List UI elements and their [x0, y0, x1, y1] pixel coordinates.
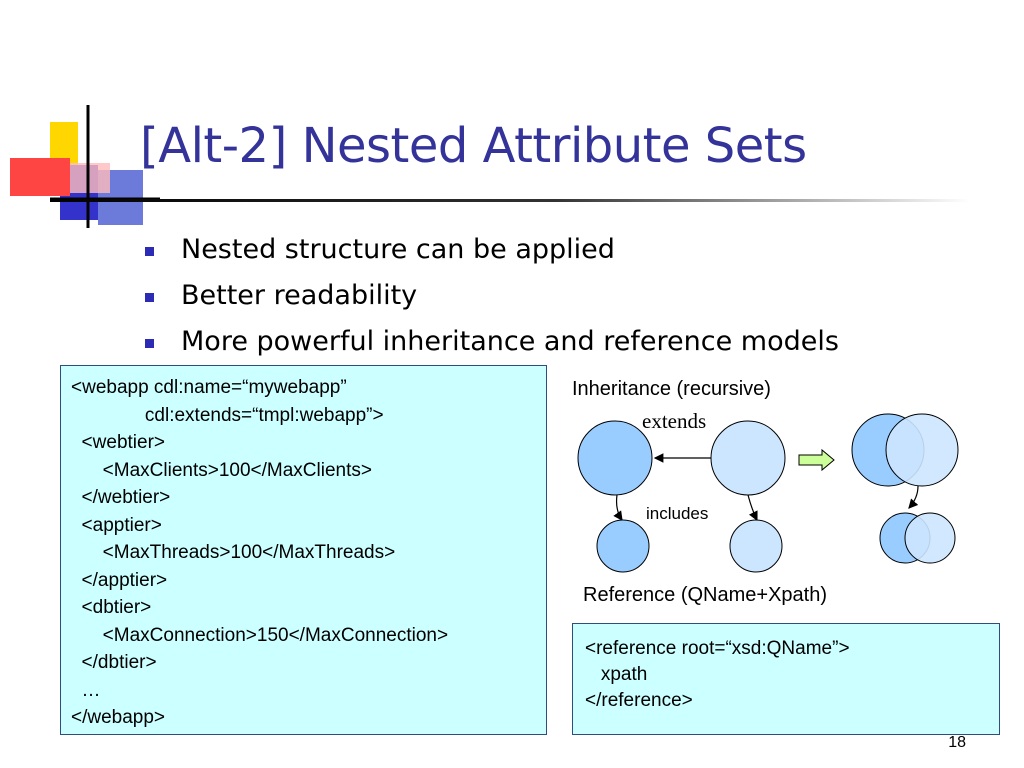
webapp-code-box: <webapp cdl:name=“mywebapp” cdl:extends=…	[60, 365, 547, 735]
code-line: </webtier>	[71, 487, 171, 508]
includes-arrow-right	[747, 494, 758, 522]
merged-node-front	[885, 413, 959, 487]
child-included-node	[729, 519, 783, 573]
bullet-marker	[145, 293, 154, 302]
bullet-item: More powerful inheritance and reference …	[145, 320, 839, 366]
code-line: <MaxConnection>150</MaxConnection>	[71, 624, 449, 646]
bullet-list: Nested structure can be applied Better r…	[145, 228, 839, 366]
result-arrow	[798, 448, 835, 472]
code-line: <apptier>	[71, 514, 162, 536]
code-line: <MaxThreads>100</MaxThreads>	[71, 542, 396, 563]
title-underline	[50, 199, 970, 202]
parent-node	[577, 420, 653, 496]
code-line: …	[71, 679, 101, 701]
extends-label: extends	[642, 409, 707, 433]
parent-included-node	[596, 519, 650, 573]
code-line: </dbtier>	[71, 652, 157, 673]
child-node	[710, 420, 786, 496]
includes-label: includes	[646, 504, 709, 523]
includes-arrow-left	[613, 494, 623, 521]
code-line: <MaxClients>100</MaxClients>	[71, 459, 372, 481]
code-line: <dbtier>	[71, 597, 152, 618]
bullet-text: More powerful inheritance and reference …	[181, 326, 839, 357]
code-line: cdl:extends=“tmpl:webapp”>	[71, 404, 384, 426]
merged-includes-arrow	[908, 485, 919, 509]
bullet-text: Better readability	[181, 280, 418, 311]
bullet-marker	[145, 339, 154, 348]
slide-logo	[10, 105, 160, 228]
merged-included-front	[904, 512, 956, 564]
page-number: 18	[948, 734, 966, 751]
reference-code-box: <reference root=“xsd:QName”> xpath </ref…	[572, 623, 1000, 735]
inheritance-diagram	[577, 413, 959, 573]
code-line: <webtier>	[71, 432, 165, 453]
bullet-marker	[145, 247, 154, 256]
bullet-item: Nested structure can be applied	[145, 228, 839, 274]
reference-heading: Reference (QName+Xpath)	[583, 584, 828, 606]
code-line: <webapp cdl:name=“mywebapp”	[71, 377, 347, 398]
code-line: </apptier>	[71, 569, 168, 591]
bullet-text: Nested structure can be applied	[181, 234, 615, 265]
code-line: </webapp>	[71, 707, 166, 728]
code-line: xpath	[585, 664, 648, 685]
code-line: </reference>	[585, 690, 693, 711]
bullet-item: Better readability	[145, 274, 839, 320]
slide-title: [Alt-2] Nested Attribute Sets	[140, 118, 807, 174]
inheritance-heading: Inheritance (recursive)	[572, 378, 771, 400]
code-line: <reference root=“xsd:QName”>	[585, 638, 850, 659]
